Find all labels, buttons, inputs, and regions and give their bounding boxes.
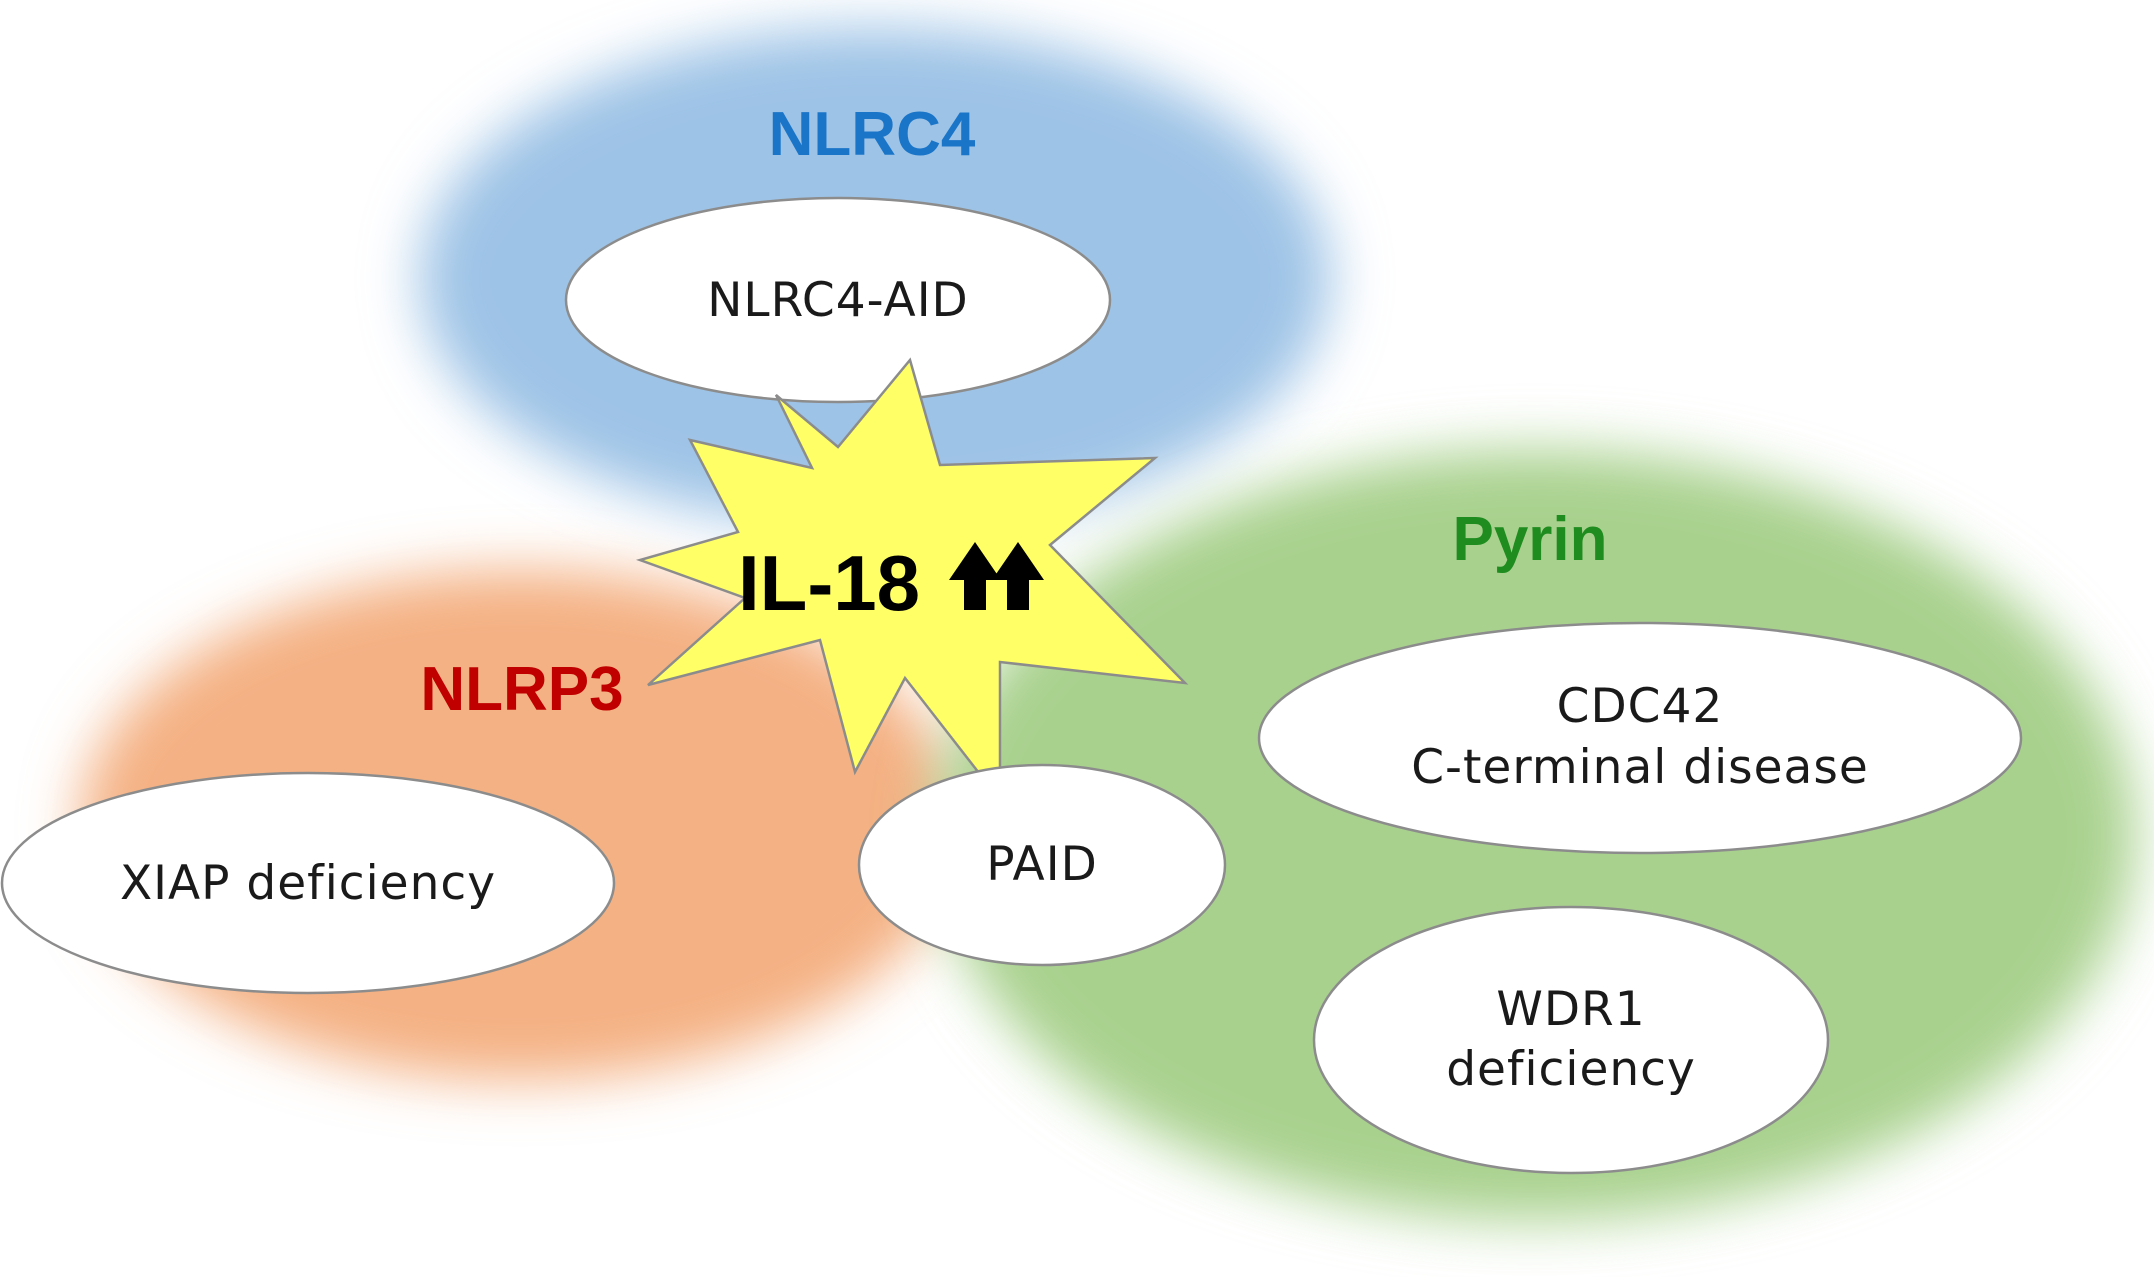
up-arrow-icon: [992, 542, 1044, 610]
paid-node: [857, 763, 1227, 967]
wdr1-label-line2: deficiency: [1446, 1042, 1696, 1097]
il18-burst-shape: [635, 357, 1189, 804]
up-arrow-icon: [949, 542, 1001, 610]
nlrp3-title: NLRP3: [420, 655, 623, 724]
xiap-deficiency-label: XIAP deficiency: [120, 856, 496, 911]
il18-label: IL-18: [738, 539, 920, 627]
pyrin-title: Pyrin: [1452, 505, 1607, 574]
cdc42-label-line1: CDC42: [1557, 679, 1724, 734]
nlrc4-title: NLRC4: [769, 100, 976, 169]
xiap-deficiency-node: [0, 771, 616, 995]
nlrc4-aid-node: [564, 196, 1112, 404]
wdr1-label-line1: WDR1: [1496, 982, 1645, 1037]
cdc42-node: [1257, 621, 2023, 855]
wdr1-deficiency-node: [1312, 905, 1830, 1175]
paid-label: PAID: [986, 837, 1098, 892]
cdc42-label-line2: C-terminal disease: [1411, 740, 1869, 795]
nlrc4-aid-label: NLRC4-AID: [707, 273, 969, 328]
